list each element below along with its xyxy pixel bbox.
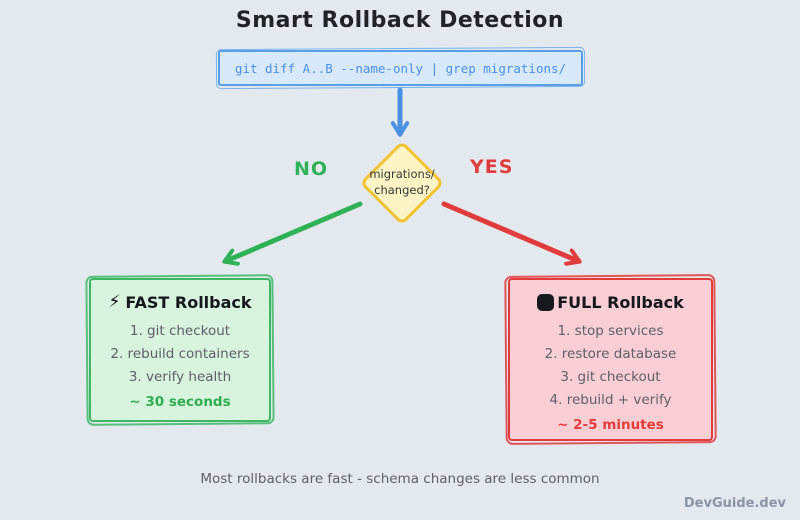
decision-line1: migrations/ (369, 167, 435, 181)
command-text: git diff A..B --name-only | grep migrati… (234, 60, 567, 76)
lightning-bolt-icon: ⚡ (108, 292, 121, 312)
fast-rollback-title-text: FAST Rollback (125, 293, 252, 312)
brand-label: DevGuide.dev (683, 496, 786, 511)
no-branch-label: NO (294, 158, 329, 180)
arrow-no-branch (226, 201, 363, 261)
full-step-2: 2. restore database (544, 346, 677, 362)
fast-step-1: 1. git checkout (129, 323, 231, 339)
full-step-4: 4. rebuild + verify (549, 392, 672, 408)
decision-line2: changed? (374, 183, 430, 197)
stop-square-icon (537, 294, 555, 311)
full-step-3: 3. git checkout (560, 369, 661, 385)
full-rollback-title-text: FULL Rollback (557, 293, 684, 312)
yes-branch-label: YES (470, 156, 514, 178)
fast-rollback-steps: 1. git checkout 2. rebuild containers 3.… (91, 320, 269, 389)
full-rollback-steps: 1. stop services 2. restore database 3. … (510, 320, 711, 412)
fast-rollback-title: ⚡ FAST Rollback (91, 293, 269, 312)
full-rollback-title: FULL Rollback (510, 293, 711, 312)
fast-rollback-box: ⚡ FAST Rollback 1. git checkout 2. rebui… (89, 278, 271, 422)
fast-step-3: 3. verify health (128, 369, 232, 385)
full-step-1: 1. stop services (557, 323, 664, 339)
decision-label: migrations/ changed? (342, 166, 462, 198)
arrow-yes-branch (441, 201, 578, 261)
diagram-title: Smart Rollback Detection (235, 8, 565, 33)
fast-step-2: 2. rebuild containers (110, 346, 250, 362)
full-rollback-duration: ~ 2-5 minutes (557, 417, 664, 433)
command-box: git diff A..B --name-only | grep migrati… (218, 50, 583, 86)
footer-note: Most rollbacks are fast - schema changes… (200, 471, 600, 487)
full-rollback-box: FULL Rollback 1. stop services 2. restor… (508, 278, 713, 441)
fast-rollback-duration: ~ 30 seconds (129, 394, 231, 410)
